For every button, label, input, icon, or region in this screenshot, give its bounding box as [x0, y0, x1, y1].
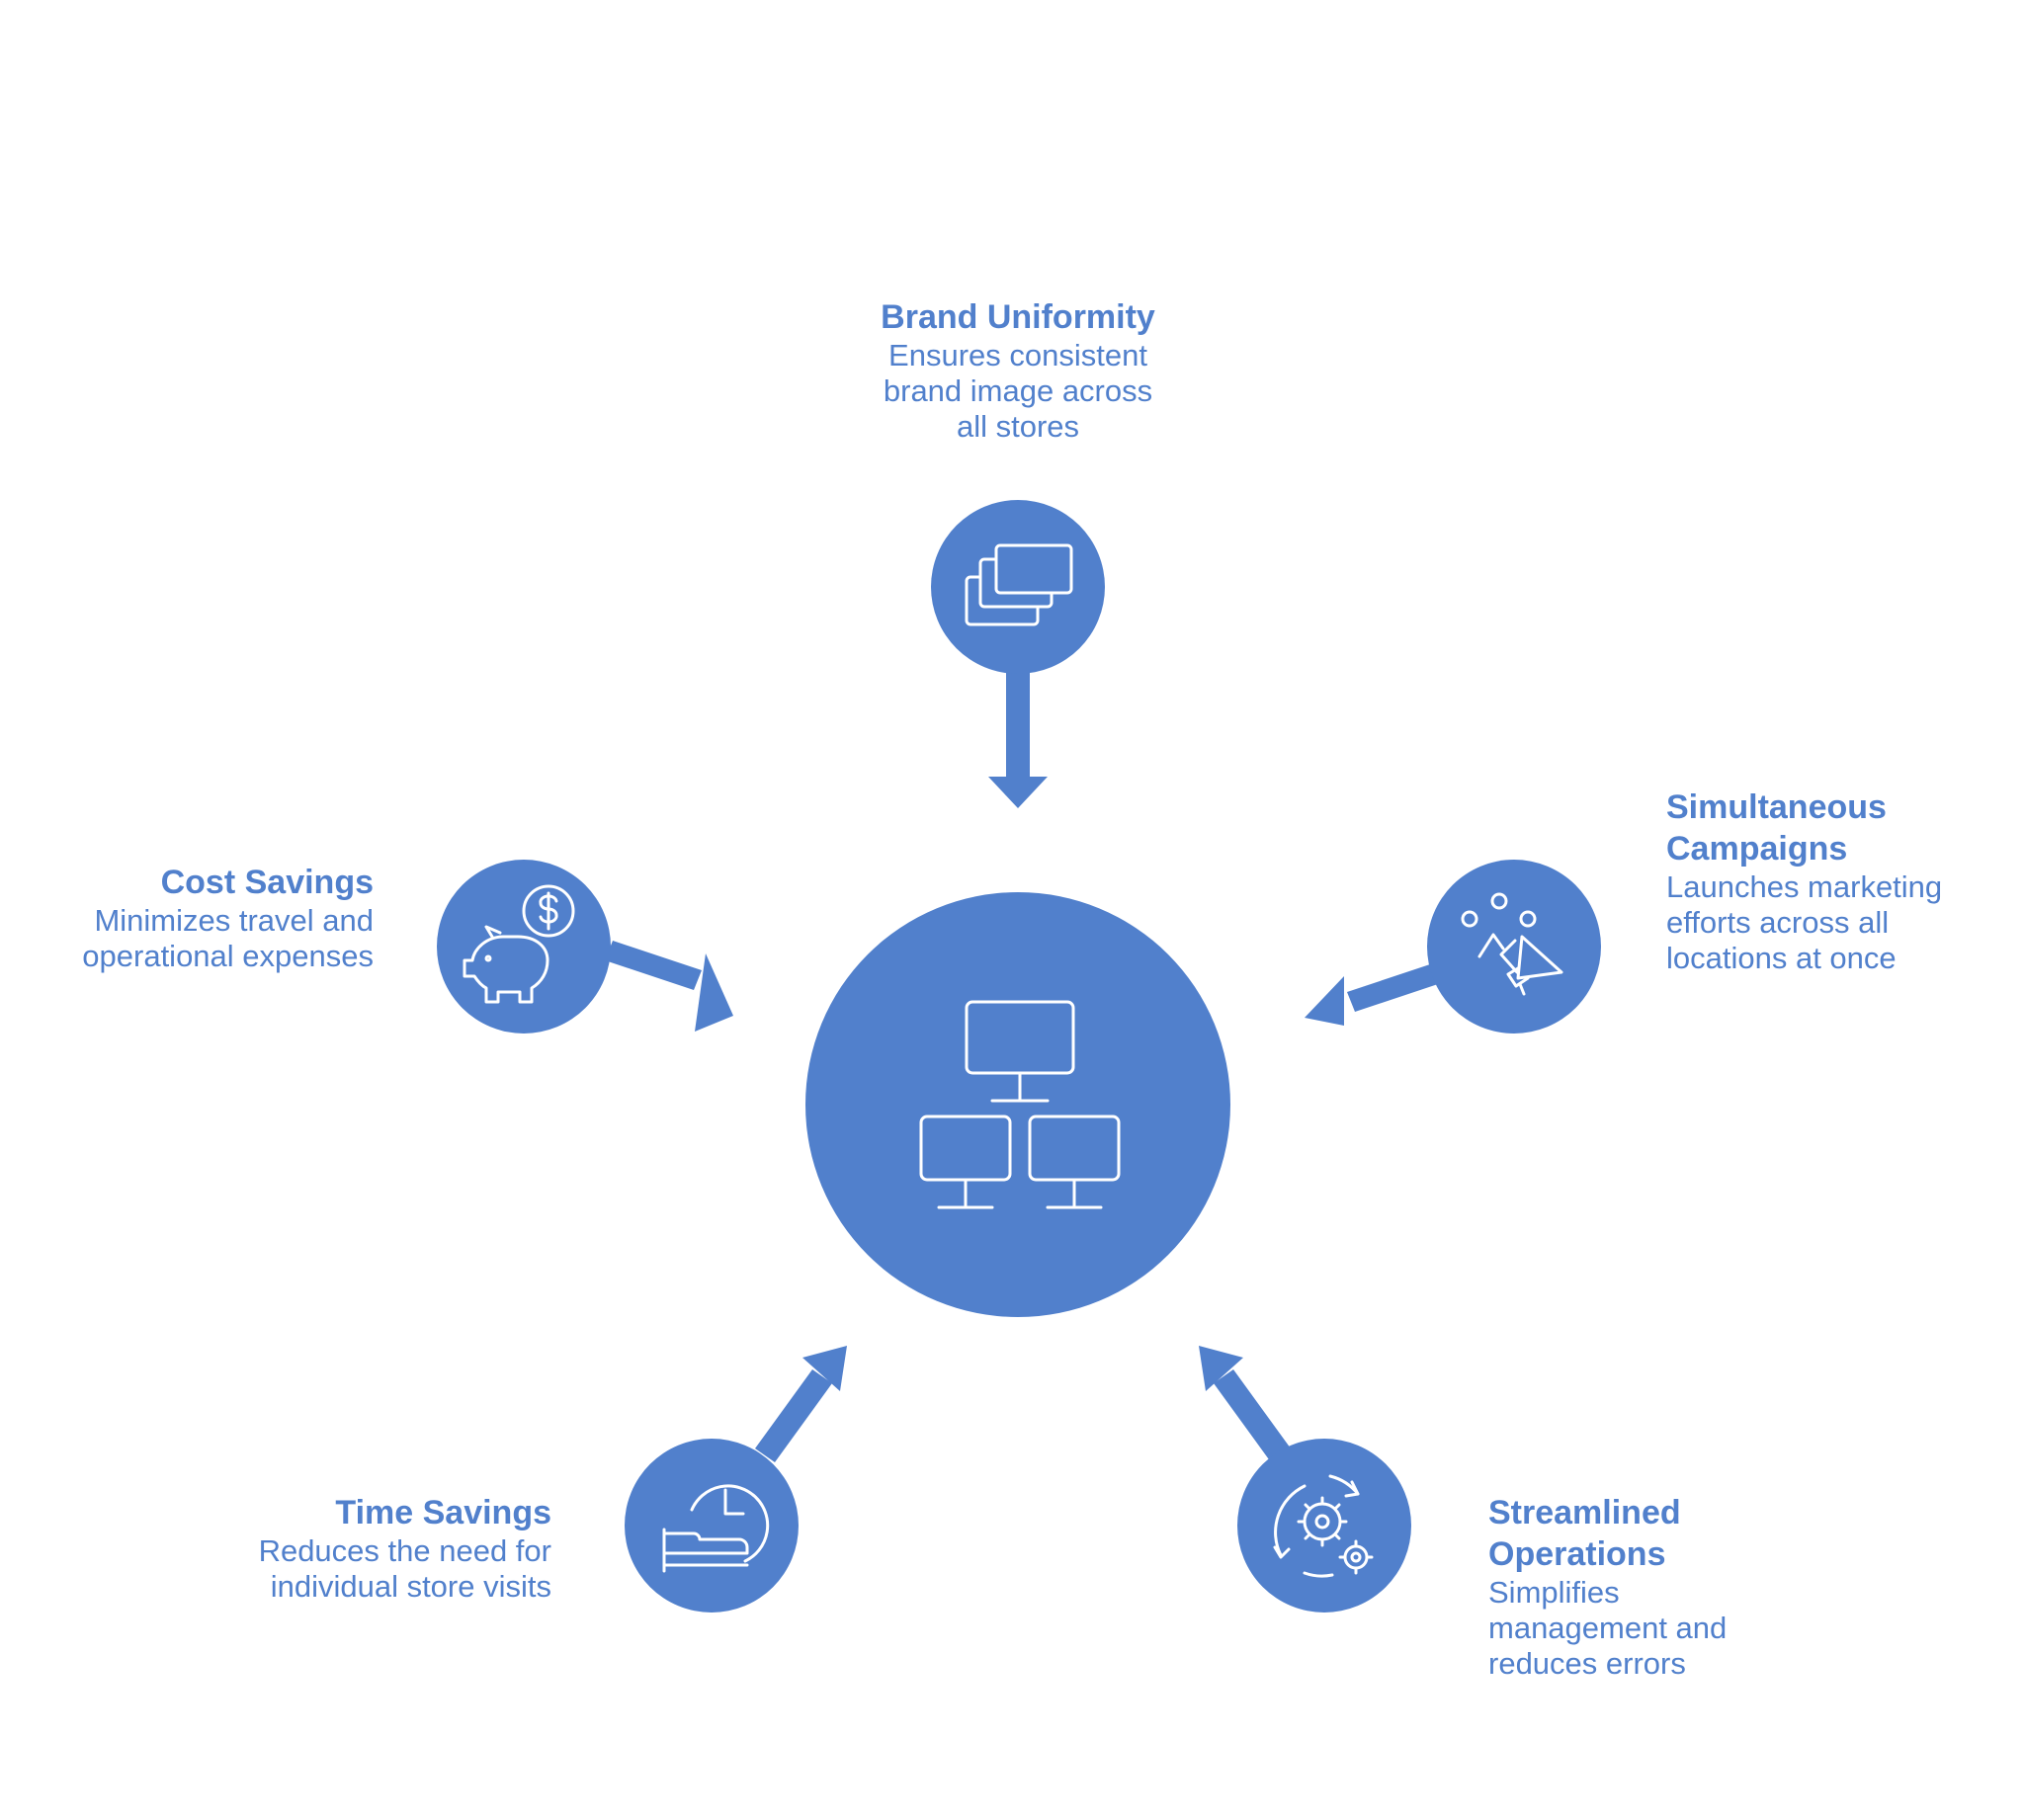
network-computers-icon [919, 1000, 1121, 1209]
node-description: Reduces the need for individual store vi… [258, 1533, 551, 1604]
arrow-streamlined-operations [1199, 1346, 1291, 1462]
arrow-simultaneous-campaigns [1305, 962, 1444, 1026]
node-description: Simplifies management and reduces errors [1488, 1575, 1728, 1681]
hub-node [805, 892, 1230, 1317]
node-title: Brand Uniformity [881, 298, 1155, 336]
node-description: Launches marketing efforts across all lo… [1666, 869, 1943, 975]
node-brand-uniformity [931, 500, 1105, 674]
node-title: Streamlined Operations [1488, 1494, 1681, 1573]
node-title: Cost Savings [160, 864, 374, 901]
arrow-brand-uniformity [988, 662, 1048, 808]
node-description: Ensures consistent brand image across al… [883, 338, 1153, 444]
node-description: Minimizes travel and operational expense… [82, 903, 374, 973]
label-streamlined-operations: Streamlined Operations Simplifies manage… [1488, 1492, 1805, 1682]
stacked-screens-icon [965, 543, 1073, 626]
arrows [605, 662, 1444, 1462]
piggy-bank-dollar-icon [463, 884, 575, 1004]
label-cost-savings: Cost Savings Minimizes travel and operat… [40, 862, 374, 974]
label-time-savings: Time Savings Reduces the need for indivi… [198, 1492, 551, 1605]
node-time-savings [625, 1439, 799, 1613]
clock-hand-icon [662, 1484, 770, 1573]
arrow-time-savings [755, 1346, 847, 1462]
gears-cycle-icon [1273, 1474, 1374, 1578]
label-brand-uniformity: Brand Uniformity Ensures consistent bran… [820, 296, 1216, 445]
node-streamlined-operations [1237, 1439, 1411, 1613]
node-simultaneous-campaigns [1427, 860, 1601, 1034]
node-title: Time Savings [335, 1494, 551, 1531]
label-simultaneous-campaigns: Simultaneous Campaigns Launches marketin… [1666, 786, 2002, 976]
megaphone-people-icon [1461, 892, 1563, 996]
arrow-cost-savings [605, 941, 733, 1032]
node-title: Simultaneous Campaigns [1666, 788, 1887, 868]
node-cost-savings [437, 860, 611, 1034]
